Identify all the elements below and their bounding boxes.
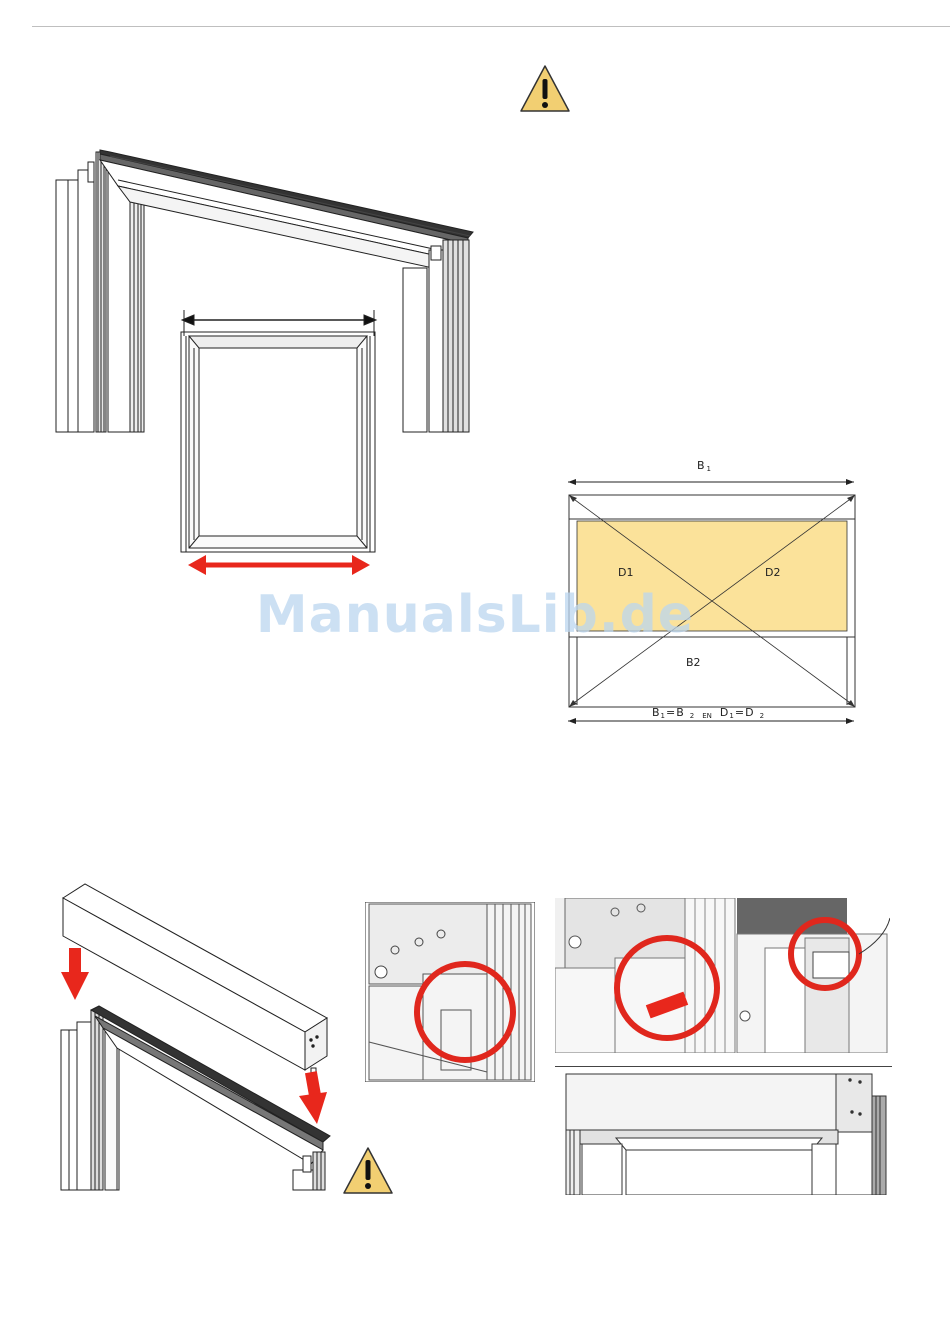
shutter-box-placement-illustration [55,880,400,1195]
red-dimension-arrow [188,555,370,575]
label-d2: D2 [765,566,780,579]
warning-icon-bottom [344,1148,392,1193]
top-rule [32,26,950,27]
watermark: ManualsLib.de [0,585,950,645]
frame-installation-illustration [48,140,478,580]
detail-photo-right [555,898,890,1053]
label-b2: B2 [686,656,701,669]
warning-icon [518,63,572,115]
mounted-box-illustration [560,1070,890,1195]
photo-separator [555,1066,892,1067]
label-d1: D1 [618,566,633,579]
detail-photo-left [365,902,535,1082]
